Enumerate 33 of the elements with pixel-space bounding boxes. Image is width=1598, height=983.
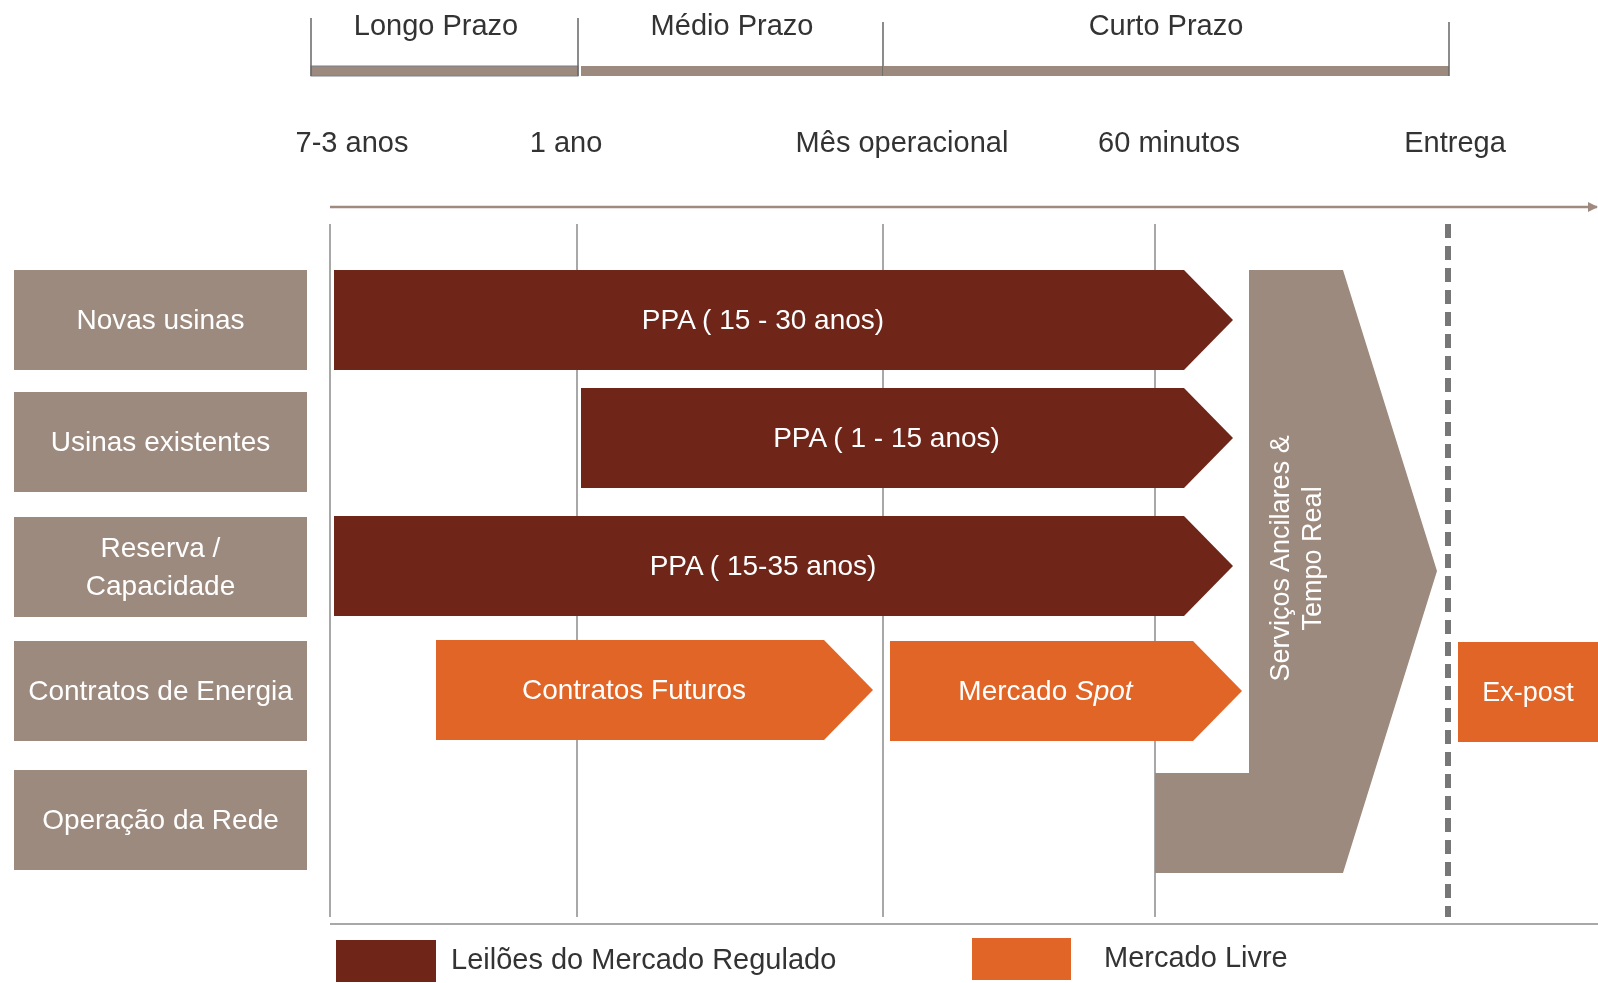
node-label: PPA ( 15-35 anos) bbox=[649, 549, 877, 584]
timeline-label: 1 ano bbox=[529, 125, 603, 159]
period-label: Longo Prazo bbox=[353, 8, 519, 42]
chevron-arrow-band bbox=[581, 388, 1233, 488]
legend-label: Mercado Livre bbox=[1104, 940, 1288, 974]
node-label: PPA ( 15 - 30 anos) bbox=[641, 303, 885, 338]
node-label: Ex-post bbox=[1482, 675, 1574, 709]
result-box bbox=[1458, 642, 1598, 742]
node-label: Usinas existentes bbox=[50, 425, 271, 460]
category-box bbox=[14, 517, 307, 617]
legend-label: Leilões do Mercado Regulado bbox=[451, 942, 837, 976]
timeline-label: Entrega bbox=[1404, 125, 1506, 159]
node-label: PPA ( 1 - 15 anos) bbox=[773, 421, 1000, 456]
period-label: Curto Prazo bbox=[1088, 8, 1244, 42]
node-label: Mercado Spot bbox=[958, 674, 1133, 709]
category-box bbox=[14, 392, 307, 492]
vertical-label: Serviços Ancilares & Tempo Real bbox=[1263, 434, 1328, 684]
chevron-arrow-band bbox=[334, 516, 1233, 616]
node-label: Contratos Futuros bbox=[521, 673, 747, 708]
timeline-label: 7-3 anos bbox=[295, 125, 409, 159]
timeline-label: Mês operacional bbox=[795, 125, 1009, 159]
category-box bbox=[14, 270, 307, 370]
node-label: Reserva / Capacidade bbox=[84, 531, 237, 603]
timeline-label: 60 minutos bbox=[1098, 125, 1240, 159]
chevron-arrow-band bbox=[334, 270, 1233, 370]
category-box bbox=[14, 770, 307, 870]
node-label: Operação da Rede bbox=[42, 803, 279, 838]
node-label: Novas usinas bbox=[76, 303, 245, 338]
category-box bbox=[14, 641, 307, 741]
chevron-arrow-band bbox=[890, 641, 1242, 741]
period-label: Médio Prazo bbox=[650, 8, 814, 42]
chevron-arrow-band bbox=[436, 640, 873, 740]
node-label: Contratos de Energia bbox=[28, 674, 293, 709]
